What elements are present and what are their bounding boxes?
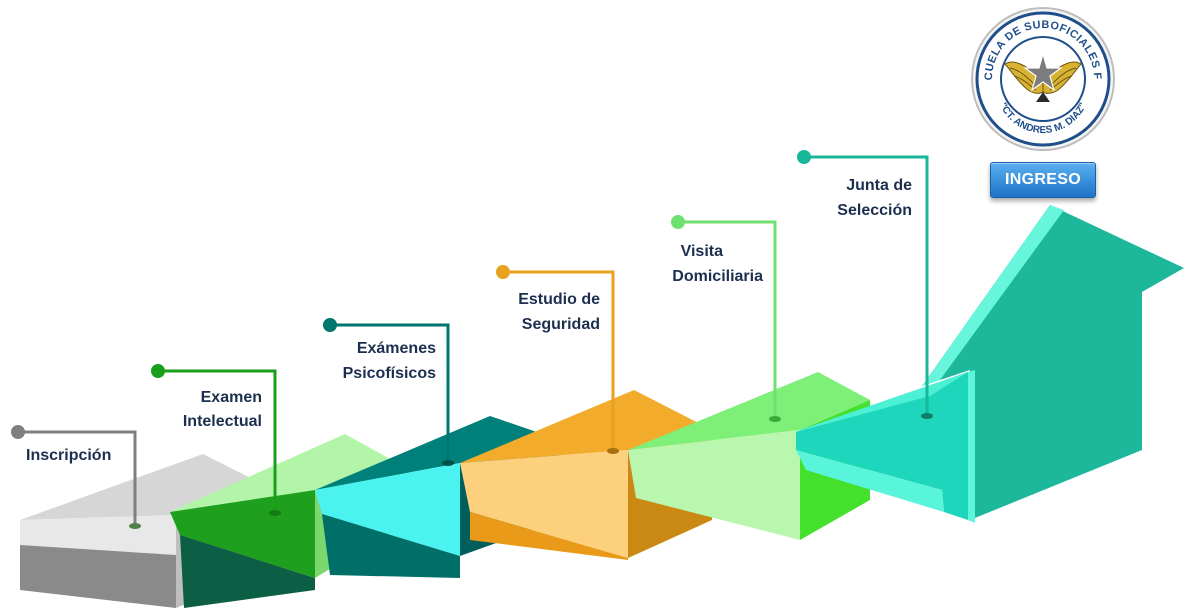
step-label-visita-domiciliaria: Visita Domiciliaria — [672, 243, 763, 285]
leader-examen-intelectual — [151, 364, 281, 516]
step-label-inscripcion: Inscripción — [26, 447, 112, 464]
leader-estudio-seguridad — [496, 265, 619, 454]
step-label-examen-intelectual-line2: Intelectual — [182, 413, 262, 430]
step-label-examenes-psicofisicos: Exámenes Psicofísicos — [342, 340, 436, 382]
school-seal-logo: ESCUELA DE SUBOFICIALES FAC "CT. ANDRES … — [970, 6, 1115, 151]
leader-visita-domiciliaria — [671, 215, 781, 422]
ingreso-button[interactable]: INGRESO — [990, 162, 1096, 198]
leader-inscripcion — [11, 425, 141, 529]
star-icon — [1023, 51, 1063, 92]
leader-examenes-psicofisicos — [323, 318, 454, 466]
step-label-junta-seleccion: Junta de Selección — [837, 177, 912, 219]
leader-junta-seleccion — [797, 150, 933, 419]
step-block-junta-seleccion — [796, 205, 1184, 523]
step-label-estudio-seguridad: Estudio de Seguridad — [518, 291, 600, 333]
step-label-examen-intelectual: Examen — [200, 389, 262, 406]
